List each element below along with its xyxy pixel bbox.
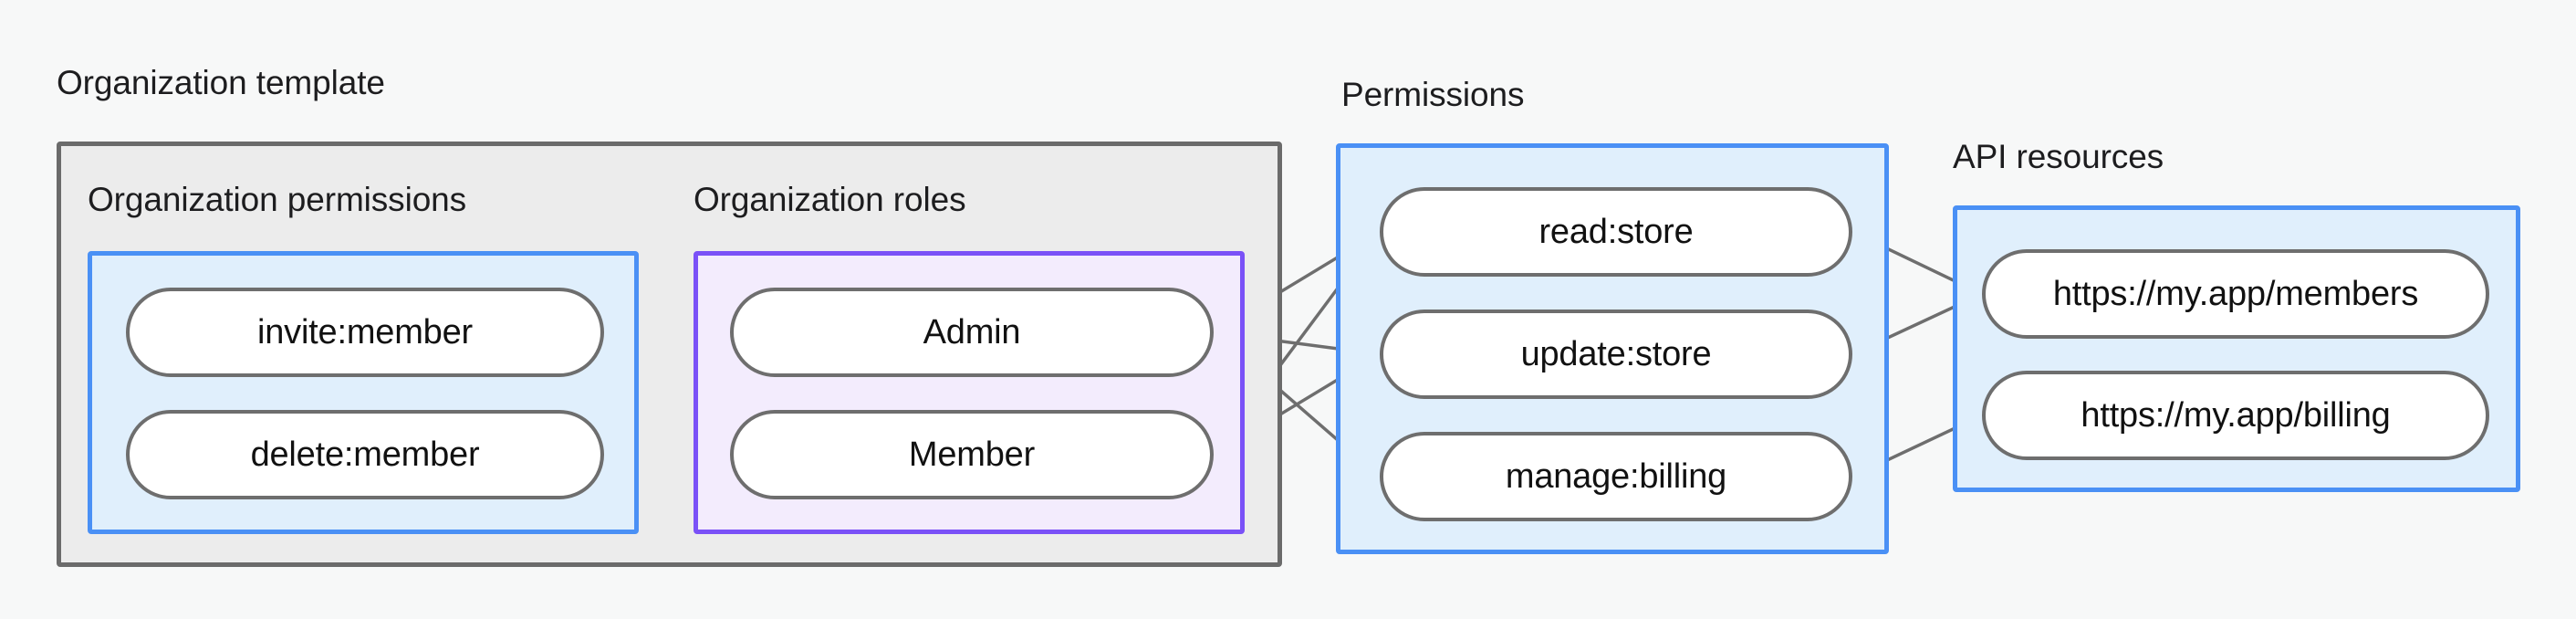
node-update-store-label: update:store <box>1520 334 1712 373</box>
node-members-endpoint[interactable]: https://my.app/members <box>1982 249 2489 339</box>
node-update-store[interactable]: update:store <box>1380 310 1852 399</box>
node-read-store-label: read:store <box>1538 212 1694 251</box>
node-member[interactable]: Member <box>730 410 1214 499</box>
node-manage-billing[interactable]: manage:billing <box>1380 432 1852 521</box>
node-billing-endpoint[interactable]: https://my.app/billing <box>1982 371 2489 460</box>
node-admin-label: Admin <box>923 312 1021 351</box>
subgroup-caption-organization-permissions: Organization permissions <box>88 181 467 218</box>
group-caption-api-resources: API resources <box>1953 138 2164 175</box>
node-delete-member[interactable]: delete:member <box>126 410 604 499</box>
node-members-endpoint-label: https://my.app/members <box>2052 274 2419 313</box>
group-caption-permissions: Permissions <box>1341 76 1525 113</box>
node-delete-member-label: delete:member <box>250 435 480 474</box>
node-invite-member[interactable]: invite:member <box>126 288 604 377</box>
node-manage-billing-label: manage:billing <box>1505 456 1727 496</box>
group-caption-organization-template: Organization template <box>57 64 385 101</box>
node-billing-endpoint-label: https://my.app/billing <box>2081 395 2391 435</box>
node-invite-member-label: invite:member <box>256 312 474 351</box>
node-read-store[interactable]: read:store <box>1380 187 1852 277</box>
subgroup-caption-organization-roles: Organization roles <box>694 181 966 218</box>
node-admin[interactable]: Admin <box>730 288 1214 377</box>
node-member-label: Member <box>908 435 1036 474</box>
